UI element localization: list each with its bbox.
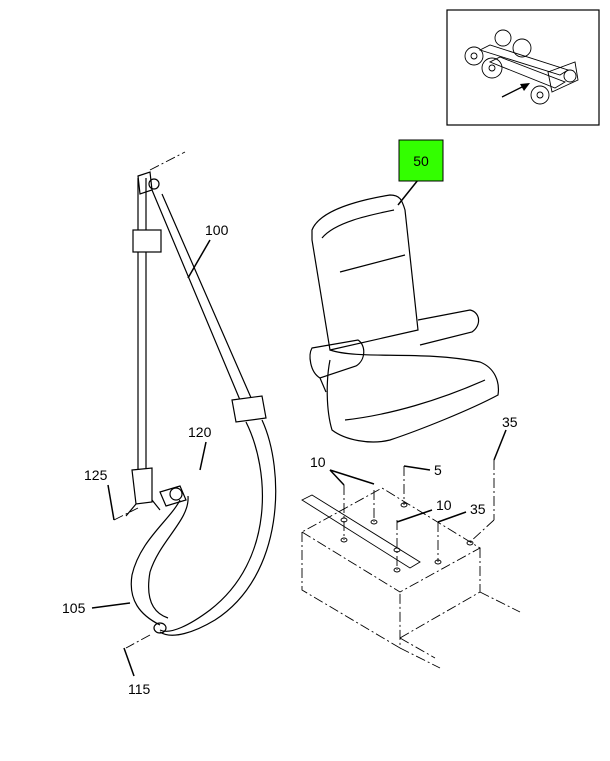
callout-label: 50: [413, 153, 429, 169]
seat: [309, 194, 500, 443]
callout-35-inner[interactable]: 35: [470, 501, 486, 517]
callout-100[interactable]: 100: [205, 222, 229, 238]
arrow-icon: [501, 83, 530, 98]
callout-5[interactable]: 5: [434, 462, 442, 478]
callout-10[interactable]: 10: [310, 454, 326, 470]
callout-125[interactable]: 125: [84, 467, 108, 483]
callout-115[interactable]: 115: [128, 681, 151, 697]
seat-riser: [301, 460, 521, 669]
callout-50[interactable]: 50: [398, 139, 444, 182]
chassis-icon: [464, 29, 579, 105]
callout-35[interactable]: 35: [502, 414, 518, 430]
callout-10-center[interactable]: 10: [436, 497, 452, 513]
callout-120[interactable]: 120: [188, 424, 212, 440]
callout-105[interactable]: 105: [62, 600, 86, 616]
leader-lines: [91, 179, 507, 677]
locator-inset: [446, 9, 600, 126]
seat-belt-assembly: [113, 151, 277, 649]
